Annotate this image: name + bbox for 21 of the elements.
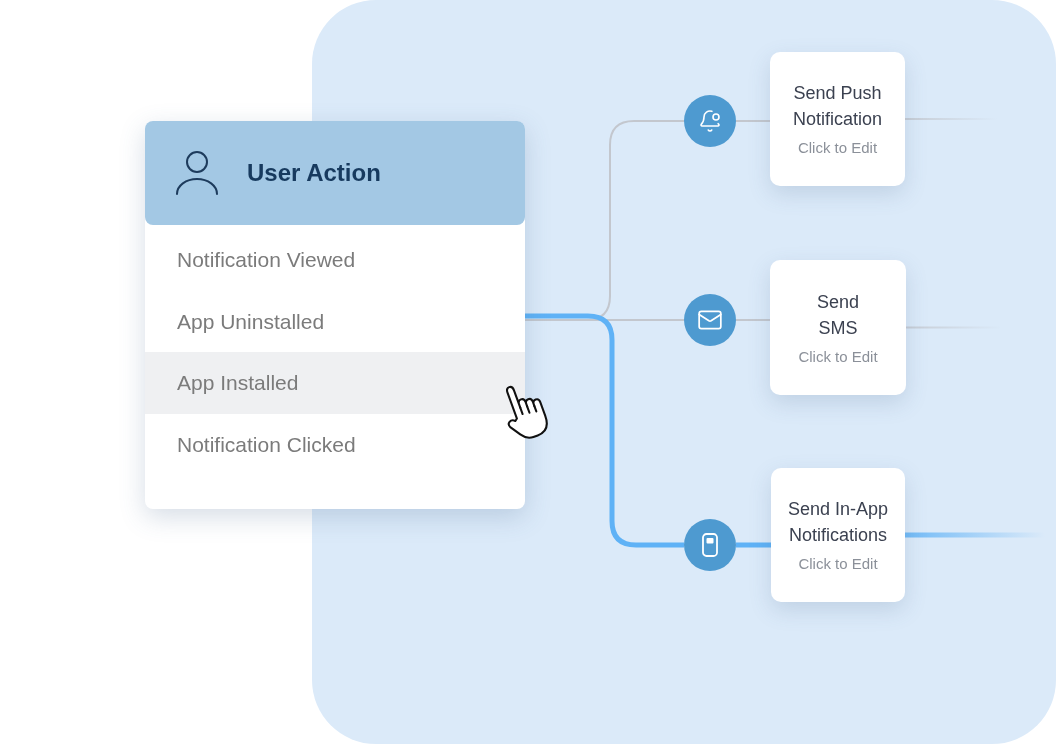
connector-line xyxy=(735,120,771,122)
highlighted-row xyxy=(145,352,525,414)
connector-line xyxy=(735,319,771,321)
action-card xyxy=(770,260,906,395)
card-title: User Action xyxy=(247,158,381,188)
menu-item-label: App Uninstalled xyxy=(177,308,325,335)
menu-item-label: Notification Viewed xyxy=(177,247,356,273)
action-subtitle: Click to Edit xyxy=(797,138,878,158)
user-action-card xyxy=(145,121,525,509)
action-title: Send Push Notification xyxy=(791,82,883,131)
connector-line xyxy=(736,542,771,548)
action-subtitle: Click to Edit xyxy=(798,554,878,574)
action-card xyxy=(770,52,905,186)
connector-line xyxy=(525,313,684,548)
action-card xyxy=(771,468,905,602)
connector-line xyxy=(524,319,685,321)
action-subtitle: Click to Edit xyxy=(798,346,878,367)
menu-item-label: Notification Clicked xyxy=(177,432,356,458)
action-title: Send SMS xyxy=(815,290,860,340)
action-title: Send In-App Notifications xyxy=(786,498,890,547)
menu-item-label: App Installed xyxy=(177,370,299,396)
